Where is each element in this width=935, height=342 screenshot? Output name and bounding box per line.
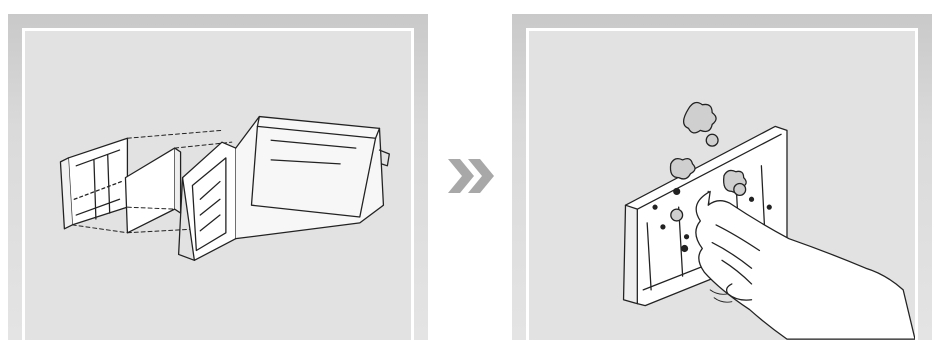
filter-disassembly-illustration [25, 31, 411, 340]
step-panel-inner [22, 28, 414, 340]
step-panel-inner [526, 28, 918, 340]
filter-housing-part [179, 117, 390, 261]
hand [696, 191, 915, 339]
filter-pad-part [125, 148, 180, 233]
step-panel-disassemble [8, 14, 428, 340]
hand-cleaning-filter-illustration [529, 31, 915, 340]
filter-frame-part [60, 138, 127, 229]
step-panel-clean [512, 14, 932, 340]
double-chevron-right-icon [446, 157, 498, 195]
